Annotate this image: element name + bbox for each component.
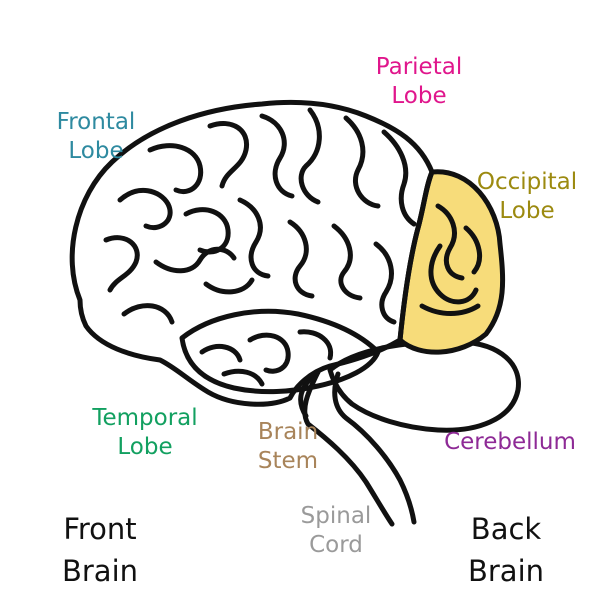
temporal-lobe-shape [179,308,381,395]
back-brain-label-line1: Back [470,512,542,546]
occipital-gyrus-2 [428,243,479,305]
gyrus-16 [203,277,255,295]
occipital-lobe-label: Occipital Lobe [462,168,592,226]
gyrus-20 [221,368,265,387]
gyrus-10 [237,197,271,279]
occipital-gyrus-1 [435,203,465,281]
frontal-lobe-label-line2: Lobe [68,137,124,164]
gyrus-9 [183,207,231,255]
gyrus-14 [121,303,175,325]
gyrus-17 [199,343,243,363]
temporal-lobe-label-line1: Temporal [92,405,198,431]
gyrus-12 [331,223,363,301]
brain-stem-label-line1: Brain [257,419,319,445]
occipital-gyrus-3 [463,225,483,275]
gyrus-18 [247,332,291,374]
front-brain-label-line2: Brain [61,554,139,589]
parietal-lobe-label-line1: Parietal [375,54,463,80]
spinal-cord-label-line1: Spinal [300,503,372,529]
cerebellum-label-line1: Cerebellum [444,429,576,455]
brain-stem-label: Brain Stem [240,418,336,476]
cerebellum-shape [327,339,521,433]
frontal-lobe-label-line1: Frontal [56,109,136,135]
gyrus-15 [153,246,237,274]
occipital-lobe-label-line2: Lobe [499,197,555,224]
temporal-lobe-label: Temporal Lobe [76,404,214,462]
gyrus-11 [287,219,315,299]
spinal-cord-label: Spinal Cord [286,502,386,560]
occipital-gyrus-4 [419,303,481,316]
gyrus-8 [381,129,417,227]
frontal-lobe-label: Frontal Lobe [40,108,152,166]
spinal-cord-shape [302,369,395,527]
gyrus-6 [298,107,322,205]
gyrus-3 [147,143,204,194]
gyrus-13 [373,241,397,325]
cerebrum-outline [69,100,435,407]
gyrus-19 [297,329,334,361]
back-brain-label-line2: Brain [467,554,545,589]
front-brain-label: Front Brain [40,508,160,592]
parietal-lobe-label-line2: Lobe [391,82,447,109]
parietal-lobe-label: Parietal Lobe [356,53,482,111]
gyrus-2 [103,235,140,293]
gyrus-1 [117,188,173,230]
gyrus-7 [343,115,381,209]
back-brain-label: Back Brain [446,508,566,592]
spinal-cord-edge [332,371,417,525]
occipital-lobe-label-line1: Occipital [476,169,578,195]
brain-stem-label-line2: Stem [257,447,319,474]
temporal-lobe-label-line2: Lobe [117,433,173,460]
spinal-cord-label-line2: Cord [309,531,363,558]
cerebellum-label: Cerebellum [430,428,590,457]
gyrus-5 [259,113,295,199]
front-brain-label-line1: Front [63,512,137,546]
gyrus-4 [207,121,250,189]
